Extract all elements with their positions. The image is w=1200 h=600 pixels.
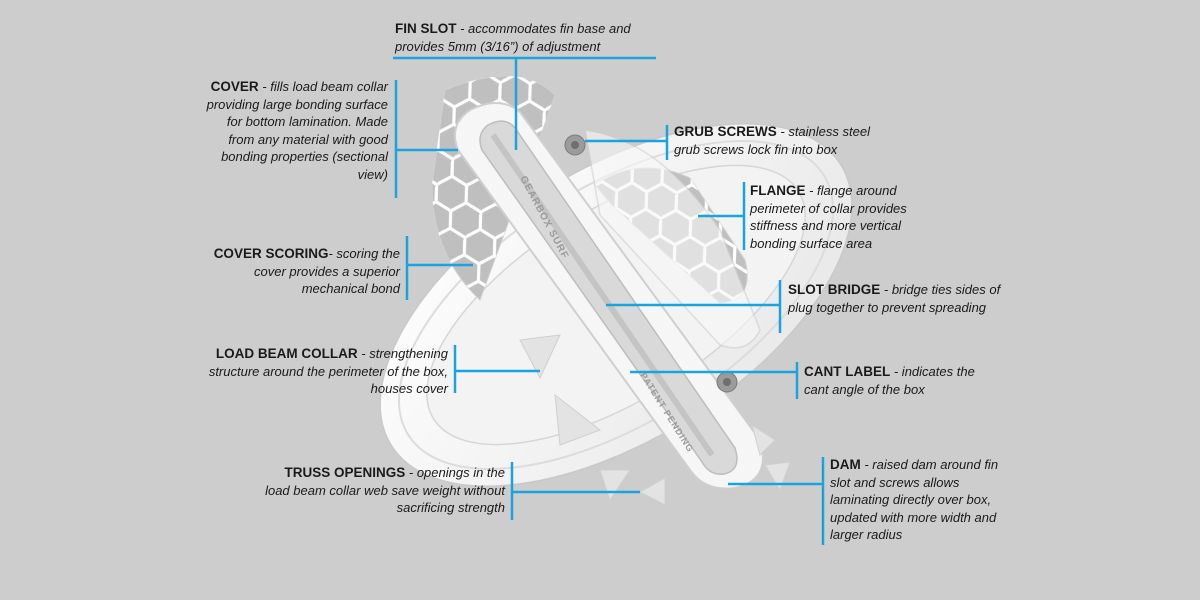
callout-lines	[393, 56, 825, 545]
dam-label: DAM - raised dam around fin slot and scr…	[830, 456, 1015, 544]
fin-slot-title: FIN SLOT	[395, 21, 457, 36]
cover-scoring-desc: - scoring the cover provides a superior …	[254, 246, 400, 296]
truss-openings-label: TRUSS OPENINGS - openings in the load be…	[260, 464, 505, 517]
slot-bridge-title: SLOT BRIDGE	[788, 282, 881, 297]
load-beam-collar-desc: - strengthening structure around the per…	[208, 346, 448, 396]
cover-scoring-label: COVER SCORING- scoring the cover provide…	[200, 245, 400, 298]
grub-screws-desc: - stainless steel grub screws lock fin i…	[674, 124, 870, 157]
truss-openings-desc: - openings in the load beam collar web s…	[265, 465, 505, 515]
slot-bridge-desc: - bridge ties sides of plug together to …	[788, 282, 1001, 315]
truss-openings-title: TRUSS OPENINGS	[284, 465, 406, 480]
cover-title: COVER	[210, 79, 259, 94]
load-beam-collar-title: LOAD BEAM COLLAR	[215, 346, 358, 361]
grub-screws-label: GRUB SCREWS - stainless steel grub screw…	[674, 123, 894, 158]
cover-scoring-title: COVER SCORING	[213, 246, 329, 261]
fin-slot-label: FIN SLOT - accommodates fin base and pro…	[395, 20, 660, 55]
dam-title: DAM	[830, 457, 861, 472]
cant-label-desc: - indicates the cant angle of the box	[804, 364, 975, 397]
load-beam-collar-label: LOAD BEAM COLLAR - strengthening structu…	[195, 345, 448, 398]
fin-slot-desc: - accommodates fin base and provides 5mm…	[395, 21, 631, 54]
cover-desc: - fills load beam collar providing large…	[206, 79, 388, 182]
dam-desc: - raised dam around fin slot and screws …	[830, 457, 999, 542]
fin-slot-plug	[454, 102, 764, 490]
slot-bridge-label: SLOT BRIDGE - bridge ties sides of plug …	[788, 281, 1003, 316]
truss-openings	[519, 334, 791, 506]
cover-label: COVER - fills load beam collar providing…	[200, 78, 388, 183]
flange-title: FLANGE	[750, 183, 806, 198]
flange-desc: - flange around perimeter of collar prov…	[750, 183, 907, 251]
cant-label-label: CANT LABEL - indicates the cant angle of…	[804, 363, 994, 398]
cant-label-title: CANT LABEL	[804, 364, 891, 379]
grub-screws-title: GRUB SCREWS	[674, 124, 777, 139]
flange-label: FLANGE - flange around perimeter of coll…	[750, 182, 940, 252]
grub-screws	[564, 134, 738, 393]
